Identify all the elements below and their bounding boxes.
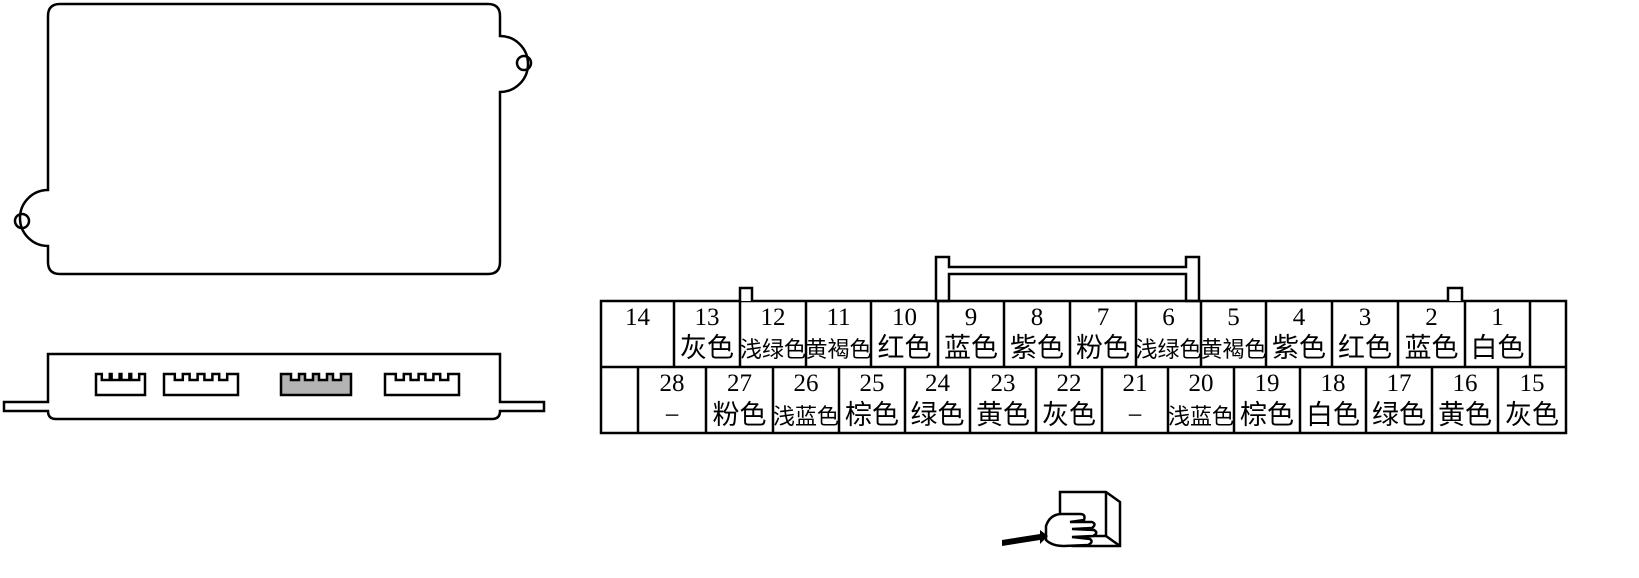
pin-cell: 1白色	[1471, 304, 1525, 363]
wire-color-label: 紫色	[1010, 333, 1064, 363]
pin-cell: 23 黄色	[976, 370, 1030, 430]
wire-color-label: 黄色	[1438, 400, 1492, 430]
pin-number: 27	[727, 370, 752, 397]
pin-number: 2	[1425, 304, 1438, 331]
wire-color-label: 红色	[878, 333, 932, 363]
control-unit-side-view	[2, 352, 546, 421]
pin-cell: 8紫色	[1010, 304, 1064, 363]
pin-number: 19	[1255, 370, 1280, 397]
pin-number: 21	[1123, 370, 1148, 397]
wire-color-label: 紫色	[1272, 333, 1326, 363]
pin-number: 28	[660, 370, 685, 397]
wire-color-label: −	[1127, 400, 1142, 430]
pin-cell: 19 棕色	[1240, 370, 1294, 430]
wire-color-label: 绿色	[911, 400, 965, 430]
pin-cell: 7粉色	[1076, 304, 1130, 363]
mounting-hole	[515, 54, 533, 72]
wire-color-label: 灰色	[680, 333, 734, 363]
pin-number: 10	[892, 304, 917, 331]
wire-color-label: 浅绿色	[1135, 337, 1201, 362]
wire-color-label: 浅蓝色	[1168, 404, 1234, 429]
pin-cell: 14	[625, 304, 651, 331]
pin-number: 5	[1227, 304, 1240, 331]
pin-cell: 20 浅蓝色	[1168, 370, 1234, 429]
wire-color-label: 浅蓝色	[773, 404, 839, 429]
mounting-hole	[13, 212, 31, 230]
pin-number: 18	[1321, 370, 1346, 397]
pin-cell: 3红色	[1338, 304, 1392, 363]
connector-housing	[162, 372, 240, 397]
control-unit-top-view	[13, 2, 533, 276]
wire-color-label: 黄褐色	[1200, 337, 1266, 362]
pin-number: 15	[1520, 370, 1545, 397]
pin-number: 7	[1097, 304, 1110, 331]
pin-cell: 12 浅绿色	[740, 304, 806, 362]
pin-number: 22	[1057, 370, 1082, 397]
wire-color-label: 灰色	[1042, 400, 1096, 430]
wire-color-label: 红色	[1338, 333, 1392, 363]
pin-cell: 21 −	[1123, 370, 1148, 430]
pin-number: 11	[826, 304, 850, 331]
pin-number: 4	[1293, 304, 1306, 331]
wire-color-label: 蓝色	[1405, 333, 1459, 363]
pin-cell: 26 浅蓝色	[773, 370, 839, 429]
pin-cell: 5 黄褐色	[1200, 304, 1266, 362]
pin-number: 23	[991, 370, 1016, 397]
wire-color-label: 棕色	[1240, 400, 1294, 430]
pointing-hand-icon	[1002, 490, 1122, 548]
pin-cell: 11 黄褐色	[805, 304, 871, 362]
pin-number: 12	[761, 304, 786, 331]
wire-color-label: 黄色	[976, 400, 1030, 430]
pin-cell: 16 黄色	[1438, 370, 1492, 430]
pin-number: 17	[1387, 370, 1412, 397]
pin-number: 6	[1162, 304, 1175, 331]
wire-color-label: 蓝色	[944, 333, 998, 363]
wire-color-label: 灰色	[1505, 400, 1559, 430]
pin-number: 9	[965, 304, 978, 331]
pin-number: 16	[1453, 370, 1478, 397]
wire-color-label: 粉色	[1076, 333, 1130, 363]
pin-number: 13	[695, 304, 720, 331]
pin-number: 25	[860, 370, 885, 397]
pin-cell: 9蓝色	[944, 304, 998, 363]
wire-color-label: 粉色	[713, 400, 767, 430]
pin-cell: 17 绿色	[1372, 370, 1426, 430]
pin-cell: 28 −	[660, 370, 685, 430]
wire-color-label: 白色	[1471, 333, 1525, 363]
wire-color-label: 浅绿色	[740, 337, 806, 362]
pin-cell: 4紫色	[1272, 304, 1326, 363]
pin-cell: 25 棕色	[845, 370, 899, 430]
wire-color-label: 黄褐色	[805, 337, 871, 362]
pin-cell: 27 粉色	[713, 370, 767, 430]
pin-cell: 18 白色	[1306, 370, 1360, 430]
pin-number: 24	[925, 370, 951, 397]
wire-color-label: 绿色	[1372, 400, 1426, 430]
pin-number: 8	[1031, 304, 1044, 331]
wire-color-label: 白色	[1306, 400, 1360, 430]
pin-cell: 15 灰色	[1505, 370, 1559, 430]
pin-number: 14	[625, 304, 651, 331]
pin-cell: 22 灰色	[1042, 370, 1096, 430]
pin-cell: 24 绿色	[911, 370, 965, 430]
connector-housing	[94, 372, 147, 397]
connector-housing	[383, 372, 461, 397]
pin-number: 26	[794, 370, 819, 397]
pin-number: 3	[1359, 304, 1372, 331]
wire-color-label: 棕色	[845, 400, 899, 430]
pin-cell: 2蓝色	[1405, 304, 1459, 363]
highlighted-connector-housing	[279, 372, 353, 397]
wire-color-label: −	[664, 400, 679, 430]
pin-number: 1	[1491, 304, 1504, 331]
pin-cell: 6 浅绿色	[1135, 304, 1201, 362]
pin-number: 20	[1189, 370, 1214, 397]
